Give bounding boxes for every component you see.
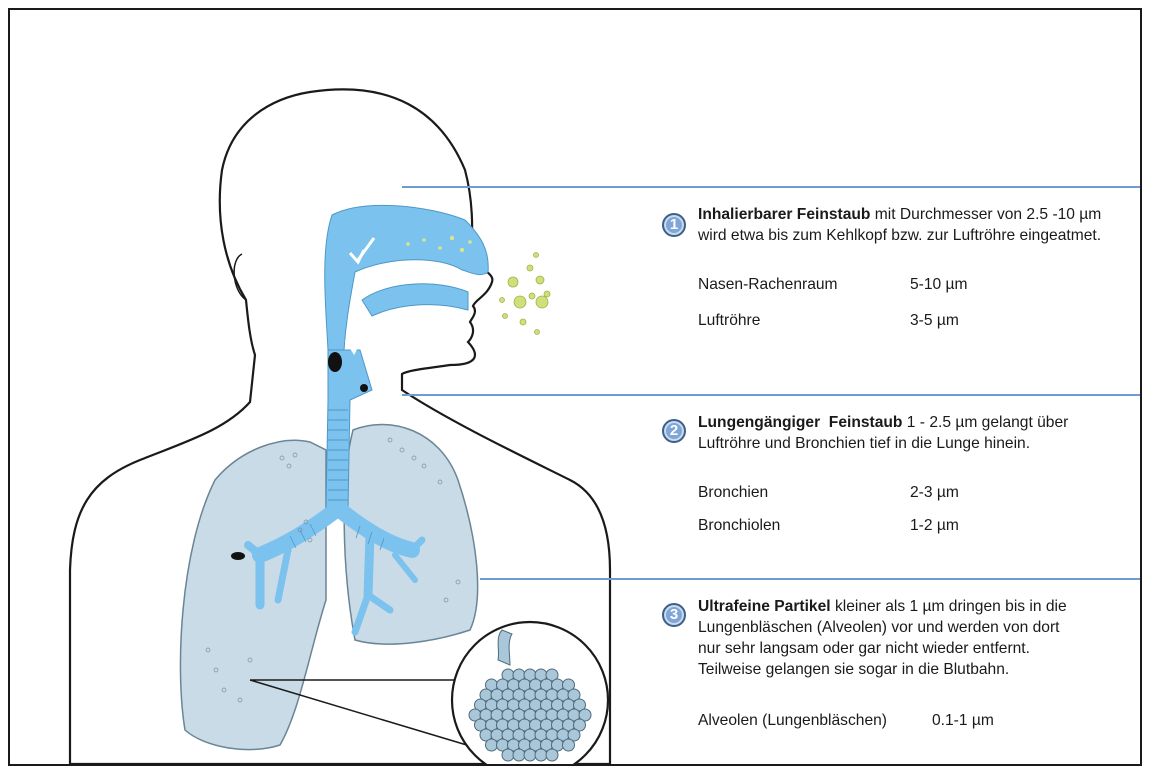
alveoli-cluster xyxy=(469,669,591,761)
particle-deposit xyxy=(231,552,245,560)
region-size: 5-10 µm xyxy=(910,276,968,294)
description-line: Inhalierbarer Feinstaub mit Durchmesser … xyxy=(698,204,1142,225)
separator-line xyxy=(402,394,1142,396)
separator-line xyxy=(480,578,1142,580)
separator-line xyxy=(402,186,1142,188)
region-name: Luftröhre xyxy=(698,312,910,330)
description-line: Lungenbläschen (Alveolen) vor und werden… xyxy=(698,617,1142,638)
description-line: wird etwa bis zum Kehlkopf bzw. zur Luft… xyxy=(698,225,1142,246)
particle-deposit xyxy=(360,384,368,392)
description-line: Luftröhre und Bronchien tief in die Lung… xyxy=(698,433,1142,454)
section-title: Inhalierbarer Feinstaub xyxy=(698,206,870,223)
description-line: Lungengängiger Feinstaub 1 - 2.5 µm gela… xyxy=(698,412,1142,433)
diagram-frame: 1 Inhalierbarer Feinstaub mit Durchmesse… xyxy=(8,8,1142,766)
size-row: Alveolen (Lungenbläschen)0.1-1 µm xyxy=(698,712,994,730)
alveolus xyxy=(513,749,525,761)
section-number-badge: 3 xyxy=(662,603,686,627)
region-name: Bronchien xyxy=(698,484,910,502)
section-number-badge: 2 xyxy=(662,419,686,443)
section-description: Ultrafeine Partikel kleiner als 1 µm dri… xyxy=(698,596,1142,680)
inhaled-particles xyxy=(500,253,551,335)
description-line: nur sehr langsam oder gar nicht wieder e… xyxy=(698,638,1142,659)
section-title: Lungengängiger Feinstaub xyxy=(698,414,902,431)
section-title: Ultrafeine Partikel xyxy=(698,598,831,615)
region-name: Alveolen (Lungenbläschen) xyxy=(698,712,932,730)
region-name: Nasen-Rachenraum xyxy=(698,276,910,294)
alveolus xyxy=(535,749,547,761)
alveolus xyxy=(502,749,514,761)
region-size: 3-5 µm xyxy=(910,312,959,330)
description-text: 1 - 2.5 µm gelangt über xyxy=(902,414,1068,431)
region-size: 2-3 µm xyxy=(910,484,959,502)
alveolus xyxy=(546,749,558,761)
section-number-badge: 1 xyxy=(662,213,686,237)
region-size: 0.1-1 µm xyxy=(932,712,994,730)
particle-deposit xyxy=(328,352,342,372)
description-line: Ultrafeine Partikel kleiner als 1 µm dri… xyxy=(698,596,1142,617)
description-text: mit Durchmesser von 2.5 -10 µm xyxy=(870,206,1101,223)
section-description: Lungengängiger Feinstaub 1 - 2.5 µm gela… xyxy=(698,412,1142,454)
alveolus xyxy=(563,739,575,751)
description-text: kleiner als 1 µm dringen bis in die xyxy=(831,598,1067,615)
region-size: 1-2 µm xyxy=(910,517,959,535)
alveolus xyxy=(524,749,536,761)
region-name: Bronchiolen xyxy=(698,517,910,535)
section-description: Inhalierbarer Feinstaub mit Durchmesser … xyxy=(698,204,1142,246)
description-line: Teilweise gelangen sie sogar in die Blut… xyxy=(698,659,1142,680)
alveolus xyxy=(486,739,498,751)
